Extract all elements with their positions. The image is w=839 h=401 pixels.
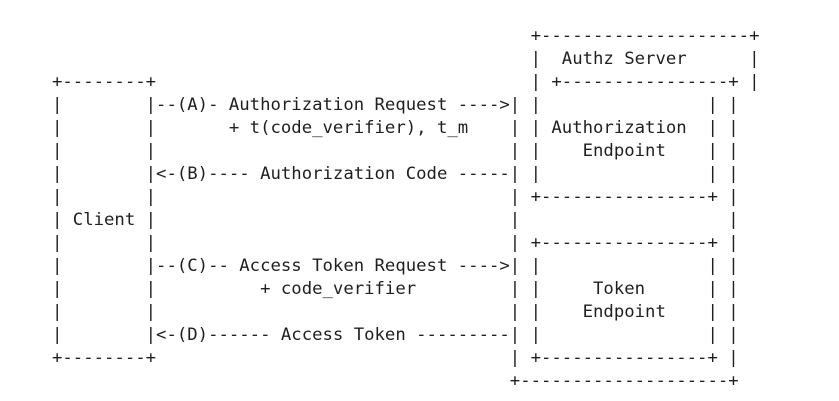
diagram-line: | | | +----------------+ | [52, 233, 739, 253]
diagram-line: | Authz Server | [52, 49, 760, 69]
sequence-diagram: +--------------------+ | Authz Server | +… [52, 25, 760, 393]
ascii-diagram: +--------------------+ | Authz Server | +… [52, 25, 760, 393]
diagram-line: +--------------------+ [52, 371, 739, 391]
diagram-line: | |<-(B)---- Authorization Code -----| |… [52, 164, 739, 184]
diagram-line: | | | | Endpoint | | [52, 141, 739, 161]
diagram-line: | | + code_verifier | | Token | | [52, 279, 739, 299]
diagram-line: | | | | Endpoint | | [52, 302, 739, 322]
diagram-line: +--------+ | +----------------+ | [52, 348, 739, 368]
diagram-line: | Client | | | [52, 210, 739, 230]
diagram-line: | |<-(D)------ Access Token ---------| |… [52, 325, 739, 345]
diagram-line: | | | +----------------+ | [52, 187, 739, 207]
diagram-line: | | + t(code_verifier), t_m | | Authoriz… [52, 118, 739, 138]
diagram-line: +--------+ | +----------------+ | [52, 72, 760, 92]
diagram-line: +--------------------+ [52, 26, 760, 46]
diagram-line: | |--(A)- Authorization Request ---->| |… [52, 95, 739, 115]
diagram-line: | |--(C)-- Access Token Request ---->| |… [52, 256, 739, 276]
